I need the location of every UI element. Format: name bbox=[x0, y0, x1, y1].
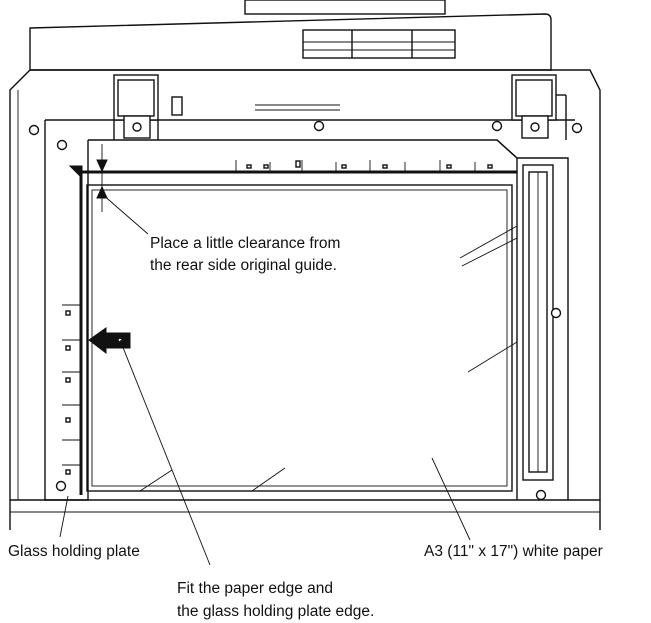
a3-paper bbox=[86, 184, 518, 492]
clearance-label-line2: the rear side original guide. bbox=[150, 257, 337, 274]
screw-icon bbox=[491, 120, 503, 132]
paper-label: A3 (11" x 17") white paper bbox=[424, 543, 603, 560]
upper-plate bbox=[28, 74, 583, 140]
screw-icon bbox=[313, 120, 325, 132]
fit-arrow bbox=[88, 327, 211, 566]
screw-icon bbox=[550, 307, 562, 319]
paper-leader bbox=[431, 457, 471, 541]
screw-icon bbox=[28, 124, 40, 136]
arrow-left-icon bbox=[88, 327, 131, 355]
clearance-indicator bbox=[96, 144, 149, 235]
top-housing bbox=[29, 0, 552, 71]
right-hinge bbox=[511, 74, 567, 140]
screw-icon bbox=[56, 139, 68, 151]
arrow-up-icon bbox=[96, 185, 108, 199]
arrow-down-icon bbox=[96, 159, 108, 173]
glass-holding-plate bbox=[44, 120, 89, 501]
fit-label-line1: Fit the paper edge and bbox=[177, 580, 333, 597]
left-hinge bbox=[113, 74, 159, 140]
glass-plate-label: Glass holding plate bbox=[8, 543, 140, 560]
machine-body bbox=[9, 69, 601, 530]
screw-icon bbox=[571, 122, 583, 134]
screw-icon bbox=[55, 480, 67, 492]
screw-icon bbox=[535, 489, 547, 501]
glass-plate-leader bbox=[59, 495, 69, 538]
clearance-label-line1: Place a little clearance from bbox=[150, 235, 340, 252]
fit-label-line2: the glass holding plate edge. bbox=[177, 603, 374, 620]
right-side-plate bbox=[496, 139, 569, 501]
rear-original-guide bbox=[81, 139, 518, 174]
